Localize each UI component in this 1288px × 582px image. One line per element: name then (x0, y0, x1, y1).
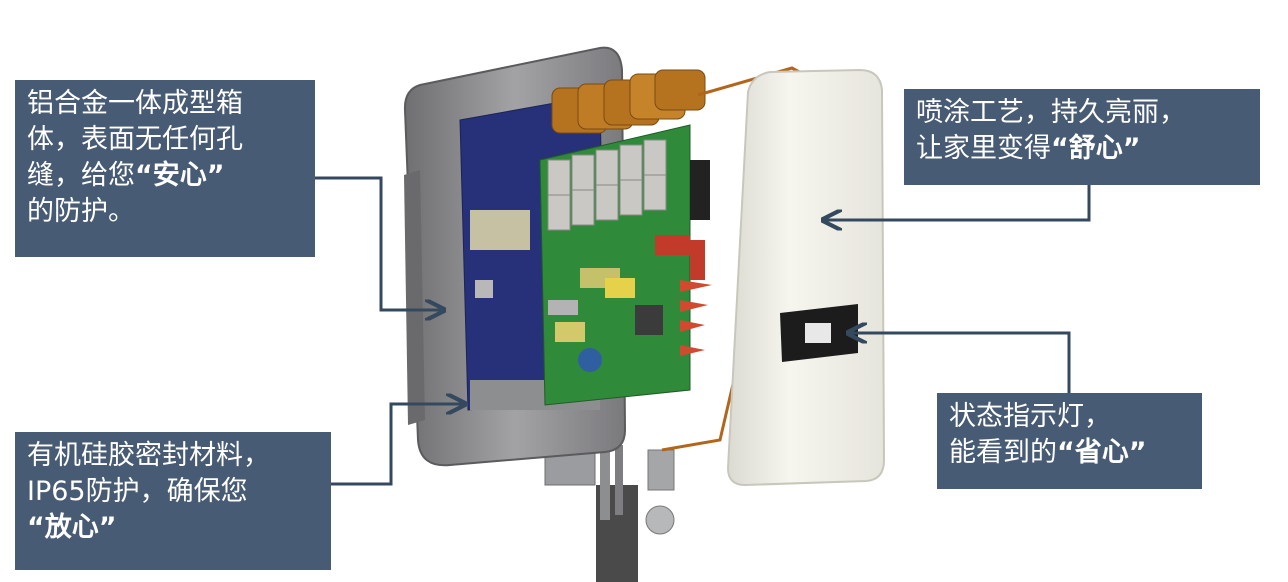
callout-coating-line2-text: 让家里变得 (916, 133, 1051, 164)
callout-housing-line2: 体，表面无任何孔 (27, 124, 243, 155)
callout-seal-emphasis: “放心” (27, 512, 117, 543)
copper-toroids (551, 69, 706, 134)
callout-coating: 喷涂工艺，持久亮丽， 让家里变得“舒心” (904, 89, 1260, 185)
callout-indicator: 状态指示灯， 能看到的“省心” (937, 393, 1202, 489)
callout-seal: 有机硅胶密封材料， IP65防护，确保您 “放心” (15, 432, 331, 570)
callout-housing-line1: 铝合金一体成型箱 (27, 88, 243, 119)
callout-seal-line3: “放心” (27, 510, 319, 546)
callout-indicator-line1: 状态指示灯， (949, 401, 1111, 432)
callout-indicator-emphasis: “省心” (1057, 437, 1147, 468)
connector-indicator (848, 333, 1071, 393)
callout-housing-emphasis: “安心” (135, 160, 225, 191)
callout-coating-line2: 让家里变得“舒心” (916, 131, 1248, 167)
callout-housing-line3-text: 缝，给您 (27, 160, 135, 191)
callout-coating-line1: 喷涂工艺，持久亮丽， (916, 97, 1186, 128)
callout-housing-line3: 缝，给您“安心” (27, 158, 303, 194)
callout-indicator-line2: 能看到的“省心” (949, 435, 1190, 471)
connector-housing (315, 176, 444, 310)
pcb-board (539, 124, 712, 406)
callout-coating-emphasis: “舒心” (1051, 133, 1141, 164)
callout-seal-line2: IP65防护，确保您 (27, 476, 248, 507)
callout-indicator-line2-text: 能看到的 (949, 437, 1057, 468)
connector-cover (823, 185, 1091, 220)
callout-housing: 铝合金一体成型箱 体，表面无任何孔 缝，给您“安心” 的防护。 (15, 80, 315, 257)
front-cover (726, 68, 886, 487)
callout-connectors (315, 176, 1091, 486)
connector-seal (331, 404, 465, 486)
callout-seal-line1: 有机硅胶密封材料， (27, 440, 270, 471)
callout-housing-line4: 的防护。 (27, 196, 135, 227)
